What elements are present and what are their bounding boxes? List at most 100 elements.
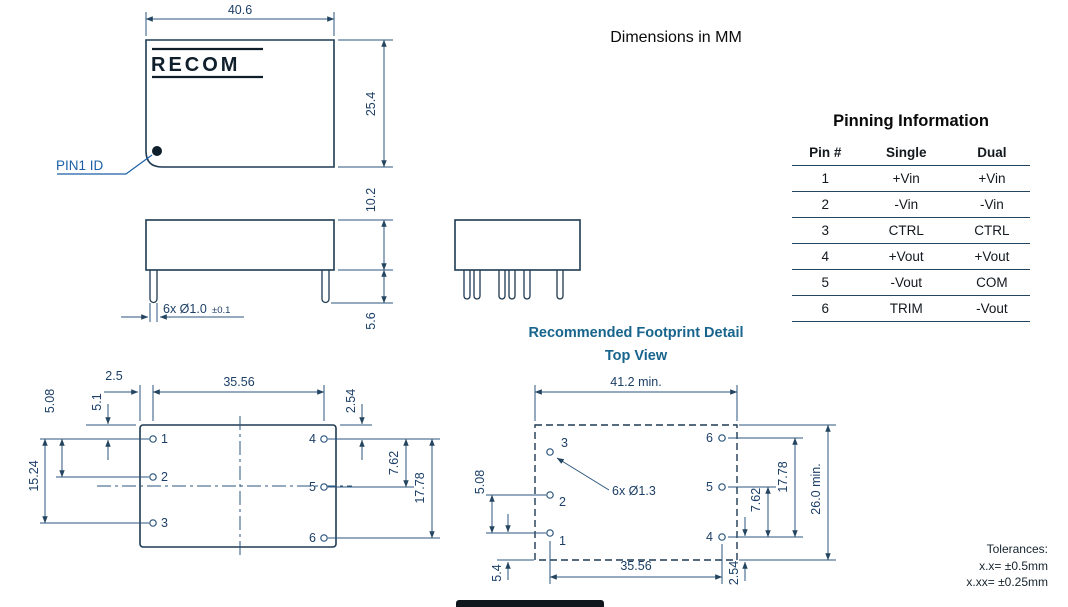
front-view-outline bbox=[145, 39, 335, 168]
footprint-pin-number-1: 1 bbox=[559, 534, 566, 548]
pin-diameter-tolerance: ±0.1 bbox=[212, 305, 230, 316]
pin-hole-4 bbox=[320, 435, 328, 443]
dim-bottom-pin-span: 35.56 bbox=[139, 375, 325, 421]
dim-label-25-4: 25.4 bbox=[364, 92, 378, 116]
pin-hole-1 bbox=[149, 435, 157, 443]
front-view: RECOM PIN1 ID 40.6 25.4 bbox=[56, 3, 393, 175]
pin1-leader-line bbox=[57, 154, 153, 175]
dim-label-26-0-min: 26.0 min. bbox=[809, 463, 823, 514]
cell-dual: +Vin bbox=[953, 165, 1030, 192]
pin-hole-5 bbox=[320, 483, 328, 491]
dim-footprint-height: 26.0 min. bbox=[809, 424, 831, 561]
dim-footprint-p1-p2: 5.08 bbox=[473, 470, 495, 534]
dim-footprint-p1-edge: 5.4 bbox=[490, 514, 534, 582]
side-view-pin-right bbox=[321, 270, 330, 304]
footprint-pad-2 bbox=[546, 491, 554, 499]
cell-dual: +Vout bbox=[953, 243, 1030, 270]
cell-single: +Vout bbox=[858, 243, 954, 270]
dim-label-fp-2-54: 2.54 bbox=[727, 561, 741, 585]
dim-label-5-4: 5.4 bbox=[490, 564, 504, 581]
cell-pin: 1 bbox=[792, 165, 859, 192]
table-row: 5 -Vout COM bbox=[792, 269, 1030, 296]
footprint-pin-number-2: 2 bbox=[559, 495, 566, 509]
recom-logo: RECOM bbox=[151, 47, 263, 79]
pin-number-6: 6 bbox=[309, 531, 316, 545]
dim-label-17-78: 17.78 bbox=[413, 472, 427, 503]
logo-text: RECOM bbox=[151, 54, 240, 76]
pinning-table: Pin # Single Dual 1 +Vin +Vin 2 -Vin -Vi… bbox=[792, 140, 1030, 322]
dim-bottom-left-offset: 2.5 bbox=[104, 369, 139, 395]
dim-label-35-56: 35.56 bbox=[223, 375, 254, 389]
dim-label-10-2: 10.2 bbox=[364, 188, 378, 212]
dim-label-7-62: 7.62 bbox=[387, 451, 401, 475]
pin-number-1: 1 bbox=[161, 432, 168, 446]
side-view-pin-left bbox=[149, 270, 158, 304]
col-header-single: Single bbox=[858, 140, 954, 166]
dim-footprint-p4-edge: 2.54 bbox=[727, 517, 748, 585]
footprint-pin-number-5: 5 bbox=[706, 480, 713, 494]
pin-hole-6 bbox=[320, 534, 328, 542]
cell-single: CTRL bbox=[858, 217, 954, 244]
side-view-body bbox=[145, 219, 335, 271]
hole-size-note: 6x Ø1.3 bbox=[556, 457, 656, 498]
table-header-row: Pin # Single Dual bbox=[792, 140, 1030, 166]
pin-diameter-note: 6x Ø1.0 ±0.1 bbox=[121, 302, 244, 322]
dim-p1-offset: 5.1 bbox=[90, 393, 111, 460]
dim-p4-p5: 7.62 bbox=[387, 438, 409, 488]
footprint-pin-number-4: 4 bbox=[706, 530, 713, 544]
footprint-pad-1 bbox=[546, 529, 554, 537]
table-row: 1 +Vin +Vin bbox=[792, 165, 1030, 192]
tolerances-title: Tolerances: bbox=[986, 542, 1048, 556]
dim-front-height: 25.4 bbox=[338, 39, 393, 168]
dim-label-fp-35-56: 35.56 bbox=[620, 559, 651, 573]
cell-pin: 2 bbox=[792, 191, 859, 218]
footprint-pin-number-3: 3 bbox=[561, 436, 568, 450]
end-view-pin bbox=[463, 270, 471, 300]
cell-single: +Vin bbox=[858, 165, 954, 192]
page-edge-bar bbox=[456, 600, 604, 607]
dim-body-height: 10.2 bbox=[338, 188, 393, 271]
bottom-view: 1 2 3 4 5 6 35.56 2.5 bbox=[27, 369, 440, 556]
dim-label-15-24: 15.24 bbox=[27, 460, 41, 491]
footprint-pad-6 bbox=[718, 434, 726, 442]
end-view-pin bbox=[523, 270, 531, 300]
dim-label-2-5: 2.5 bbox=[105, 369, 122, 383]
hole-size-label: 6x Ø1.3 bbox=[612, 484, 656, 498]
footprint-pad-5 bbox=[718, 483, 726, 491]
pin-diameter-label: 6x Ø1.0 bbox=[163, 302, 207, 316]
dim-label-fp-7-62: 7.62 bbox=[749, 488, 763, 512]
dim-footprint-p4-p6: 17.78 bbox=[776, 437, 798, 538]
cell-pin: 5 bbox=[792, 269, 859, 296]
dim-front-width: 40.6 bbox=[145, 3, 335, 36]
dim-footprint-p4-p5: 7.62 bbox=[749, 486, 771, 538]
pin-number-3: 3 bbox=[161, 516, 168, 530]
footprint-pin-number-6: 6 bbox=[706, 431, 713, 445]
dim-p1-p2: 5.08 bbox=[43, 389, 65, 478]
end-view-pin bbox=[508, 270, 516, 300]
end-view-pin bbox=[498, 270, 506, 300]
footprint-subtitle: Top View bbox=[605, 348, 668, 364]
dim-label-40-6: 40.6 bbox=[228, 3, 252, 17]
pin1-indicator-dot bbox=[152, 146, 162, 156]
dim-p1-p3: 15.24 bbox=[27, 438, 48, 524]
dim-label-41-2-min: 41.2 min. bbox=[610, 375, 661, 389]
dim-p4-p6: 17.78 bbox=[413, 438, 435, 539]
pin-hole-3 bbox=[149, 519, 157, 527]
tolerance-x: x.x= ±0.5mm bbox=[979, 558, 1048, 573]
cell-pin: 3 bbox=[792, 217, 859, 244]
cell-dual: -Vout bbox=[953, 295, 1030, 322]
cell-dual: COM bbox=[953, 269, 1030, 296]
dim-footprint-width: 41.2 min. bbox=[534, 375, 738, 421]
pinning-info-panel: Pinning Information Pin # Single Dual 1 … bbox=[792, 112, 1030, 322]
end-view-pin bbox=[556, 270, 564, 300]
col-header-pin: Pin # bbox=[792, 140, 859, 166]
tolerances-note: Tolerances: x.x= ±0.5mm x.xx= ±0.25mm bbox=[930, 541, 1048, 591]
dim-label-5-6: 5.6 bbox=[364, 312, 378, 329]
dim-label-fp-17-78: 17.78 bbox=[776, 461, 790, 492]
footprint-outline bbox=[534, 424, 738, 561]
footprint-title: Recommended Footprint Detail bbox=[528, 325, 743, 341]
side-view: 10.2 5.6 6x Ø1.0 ±0.1 bbox=[121, 188, 393, 330]
pinning-info-title: Pinning Information bbox=[833, 112, 989, 130]
